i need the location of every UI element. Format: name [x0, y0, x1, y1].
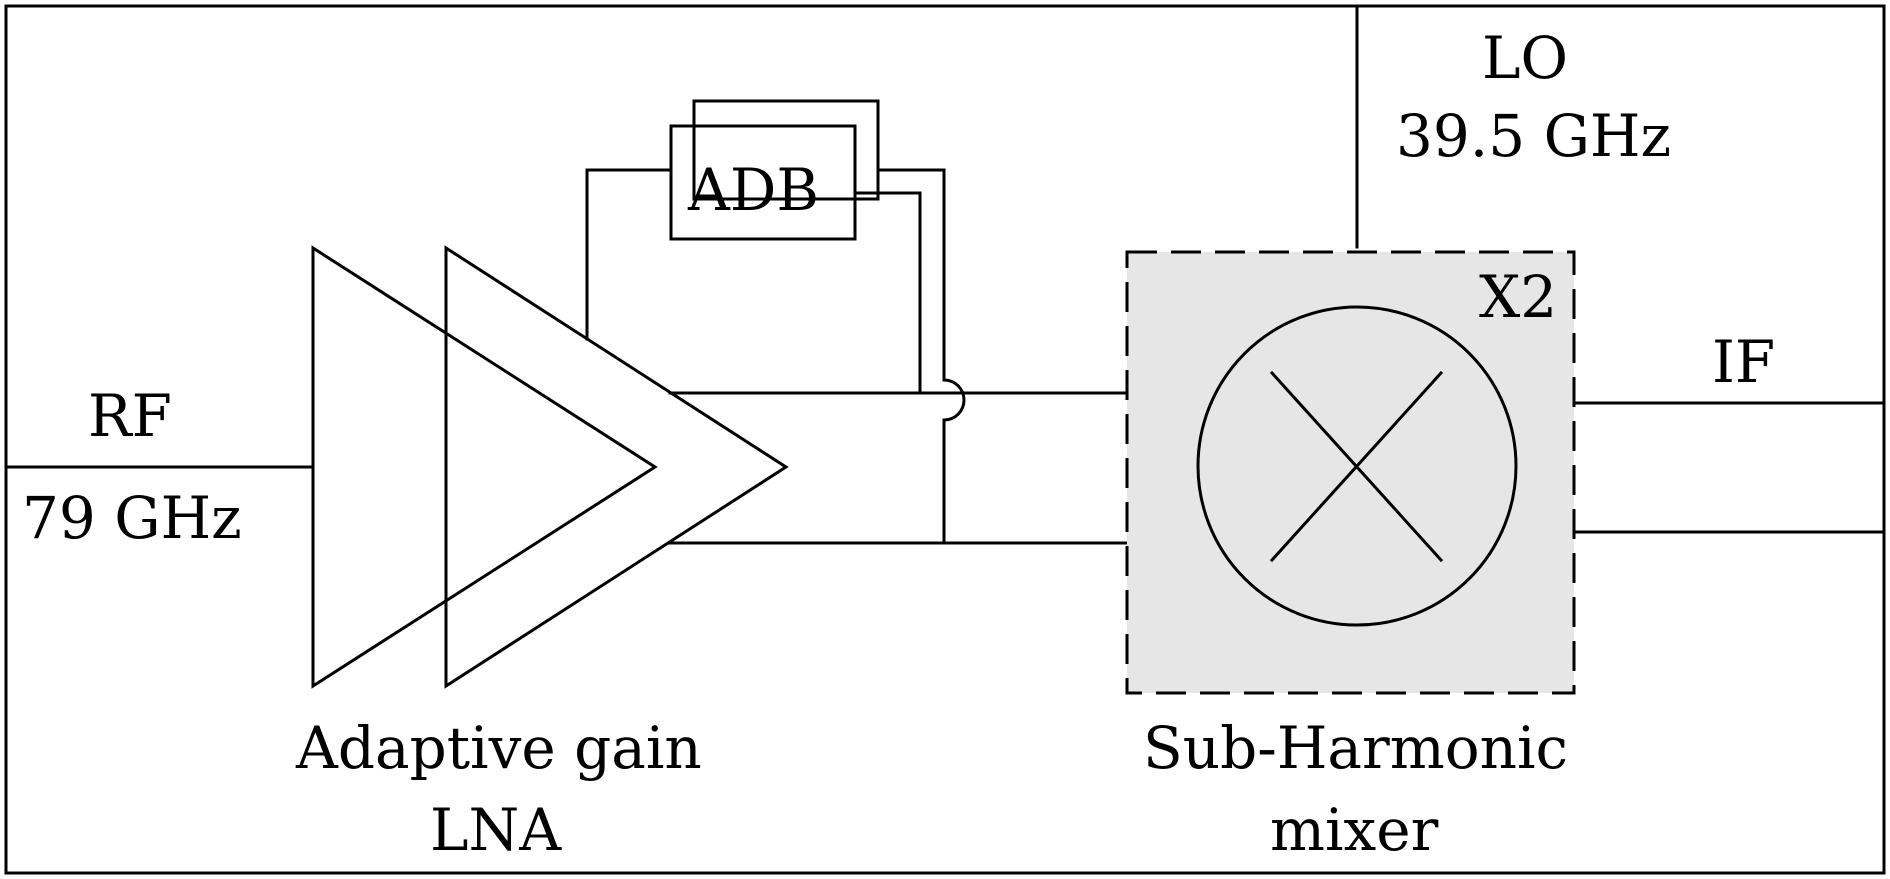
mixer-multiplier-label: X2 — [1479, 263, 1557, 331]
adb-block-back — [692, 99, 880, 201]
outer-frame — [4, 4, 1886, 875]
adb-control-wire-2 — [853, 191, 922, 395]
lo-label: LO — [1482, 24, 1568, 92]
mixer-caption-line1: Sub-Harmonic — [1143, 714, 1568, 782]
if-label: IF — [1712, 328, 1775, 396]
adb-control-wire-1 — [876, 168, 946, 382]
rf-frequency: 79 GHz — [22, 484, 242, 552]
adb-input-wire — [585, 168, 673, 341]
mixer-symbol-cross-2 — [1269, 370, 1444, 563]
adb-block-front — [669, 124, 857, 241]
lna-amplifier-1 — [311, 245, 658, 689]
wire-crossover-hop — [942, 378, 966, 422]
lo-frequency: 39.5 GHz — [1396, 102, 1671, 170]
mixer-symbol-circle — [1196, 305, 1518, 627]
mixer-box — [1125, 250, 1576, 695]
lna-amplifier-2 — [444, 245, 789, 689]
rf-label: RF — [88, 382, 172, 450]
lna-caption-line2: LNA — [430, 796, 562, 864]
lna-caption-line1: Adaptive gain — [295, 714, 702, 782]
adb-label: ADB — [687, 156, 819, 224]
mixer-caption-line2: mixer — [1270, 796, 1439, 864]
